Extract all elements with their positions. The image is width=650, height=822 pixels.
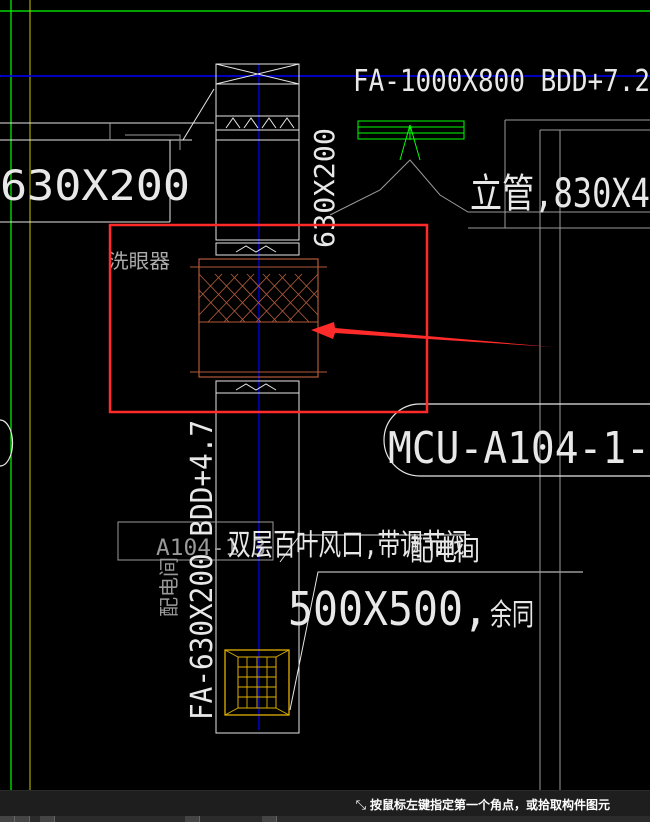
- strip-button[interactable]: [262, 816, 277, 822]
- tag-label: MCU-A104-1-: [388, 423, 650, 474]
- note-chinese-overlap: 配电间: [410, 534, 480, 567]
- tag-bubble: [383, 403, 650, 477]
- strip-button[interactable]: [0, 816, 15, 822]
- diffuser-lower: [215, 380, 300, 394]
- room-label-2: 配电间: [157, 557, 181, 617]
- command-prompt: ⤡按鼠标左键指定第一个角点，或拾取构件图元: [356, 796, 610, 813]
- red-pointer-arrow: [311, 322, 553, 347]
- right-wall-lines: [504, 119, 650, 790]
- grille-lines: [224, 649, 290, 716]
- left-bubble: [0, 419, 14, 467]
- leader-size-note: [289, 571, 583, 711]
- diffuser-lower-hatch: [235, 383, 277, 391]
- louver-crosshatch: [198, 273, 319, 323]
- left-duct-detail: [109, 123, 181, 150]
- grille-outline: [224, 649, 290, 716]
- leader-note: [279, 534, 470, 563]
- duct-label-top: FA-1000X800 BDD+7.2: [353, 64, 650, 99]
- command-prompt-text: 按鼠标左键指定第一个角点，或拾取构件图元: [369, 798, 610, 812]
- duct-label-left: 630X200: [0, 161, 190, 210]
- strip-button[interactable]: [15, 816, 30, 822]
- duct-label-vertical-right: 630X200: [308, 128, 341, 248]
- size-note: 500X500,: [288, 582, 488, 636]
- riser-leader: [329, 159, 650, 216]
- left-duct-outline: [0, 122, 214, 223]
- strip-button[interactable]: [40, 816, 55, 822]
- red-selection-box: [108, 223, 429, 414]
- riser-label: 立管,830X4: [470, 171, 650, 217]
- left-duct-break: [182, 88, 215, 141]
- bottom-toolbar-strip: [0, 816, 650, 822]
- diffuser-top: [215, 115, 300, 131]
- size-note-suffix: 余同: [490, 598, 534, 633]
- green-arrow: [399, 124, 421, 161]
- vertical-duct-bottom: [215, 392, 300, 734]
- strip-button[interactable]: [185, 816, 200, 822]
- eyewash-label: 洗眼器: [108, 249, 170, 273]
- vertical-duct-label: FA-630X200 BDD+4.7: [185, 420, 220, 720]
- vertical-duct-top: [215, 63, 300, 241]
- status-bar: ⤡按鼠标左键指定第一个角点，或拾取构件图元: [0, 790, 650, 817]
- diffuser-mid: [215, 242, 300, 256]
- room-label: A104-1 3: [156, 536, 266, 561]
- duct-top-x2: [215, 63, 300, 85]
- corner-select-icon: ⤡: [355, 798, 366, 813]
- diffuser-top-arrows: [225, 117, 295, 129]
- note-chinese: 双层百叶风口,带调节阀: [228, 528, 468, 563]
- diffuser-mid-hatch: [235, 245, 277, 253]
- louver-body: [198, 258, 319, 378]
- room-tag-box: [117, 521, 274, 561]
